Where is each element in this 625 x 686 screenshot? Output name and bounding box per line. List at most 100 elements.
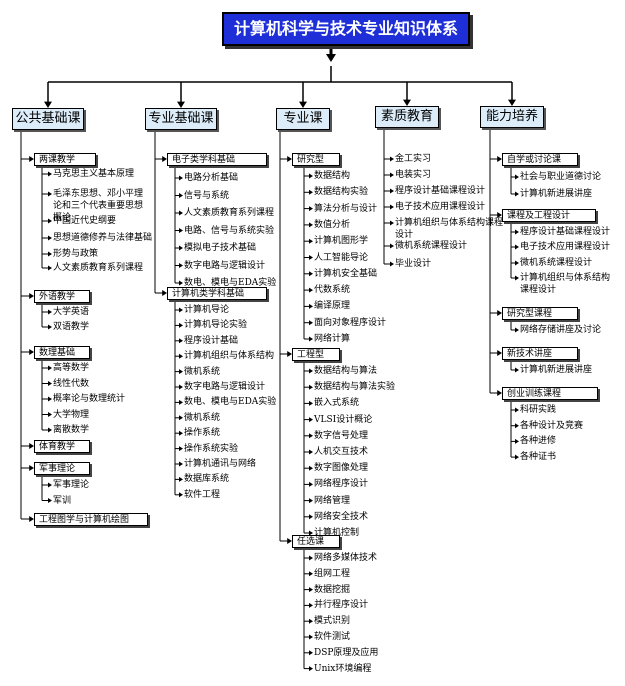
arrowhead: [48, 324, 52, 330]
leaf-item: 嵌入式系统: [314, 398, 360, 409]
group-0-1: 外语教学: [34, 290, 90, 303]
leaf-item: 面向对象程序设计: [314, 317, 387, 328]
group-4-0: 自学或讨论课: [502, 153, 578, 166]
arrowhead: [309, 320, 313, 326]
leaf-item: 计算机导论实验: [184, 320, 248, 331]
arrowhead: [48, 171, 52, 177]
arrowhead: [179, 461, 183, 467]
leaf-item: 数电、模电与EDA实验: [184, 397, 277, 408]
leaf-item: 微机系统课程设计: [520, 258, 593, 268]
arrowhead: [390, 188, 394, 194]
arrowhead: [309, 602, 313, 608]
leaf-item: 军事理论: [53, 480, 90, 490]
leaf-item: 程序设计基础: [184, 335, 239, 346]
arrowhead: [179, 492, 183, 498]
leaf-item: 电子技术应用课程设计: [520, 242, 611, 252]
arrowhead: [390, 204, 394, 210]
leaf-item: 计算机通讯与网络: [184, 459, 257, 469]
group-2-0: 研究型: [292, 153, 340, 166]
diagram-title: 计算机科学与技术专业知识体系: [222, 12, 470, 46]
arrowhead: [29, 349, 34, 355]
leaf-item: 数据结构与算法实验: [314, 382, 396, 393]
group-4-1: 课程及工程设计: [502, 209, 596, 222]
leaf-item: 数值分析: [314, 219, 351, 230]
arrowhead: [515, 260, 519, 266]
leaf-item: 计算机组织与体系结构: [184, 351, 275, 362]
leaf-item: 微机系统: [184, 412, 221, 423]
leaf-item: VLSI设计概论: [314, 414, 373, 425]
leaf-item: 数据结构与算法: [314, 366, 378, 376]
leaf-item: 并行程序设计: [314, 600, 369, 611]
arrowhead: [309, 498, 313, 504]
arrowhead: [179, 193, 183, 198]
arrowhead: [179, 399, 183, 405]
leaf-item: 毕业设计: [395, 259, 432, 269]
category-4: 能力培养: [480, 106, 544, 128]
arrowhead: [309, 634, 313, 640]
leaf-item: 数字信号处理: [314, 430, 369, 441]
arrowhead: [390, 243, 394, 249]
arrowhead: [309, 206, 313, 212]
leaf-item: 计算机图形学: [314, 236, 369, 247]
arrowhead: [48, 365, 52, 371]
leaf-item: 数字电路与逻辑设计: [184, 382, 266, 392]
leaf-item: 人文素质教育系列课程: [184, 208, 275, 218]
arrowhead: [162, 156, 167, 162]
group-2-2: 任选课: [292, 535, 340, 548]
arrowhead: [162, 290, 167, 296]
arrowhead: [326, 54, 336, 62]
arrowhead: [179, 245, 183, 251]
leaf-item: 计算机导论: [184, 305, 230, 315]
arrowhead: [497, 156, 502, 162]
arrowhead: [515, 244, 519, 250]
arrowhead: [497, 212, 502, 218]
arrowhead: [390, 172, 394, 178]
leaf-item: 计算机控制: [314, 528, 360, 538]
leaf-item: 编译原理: [314, 301, 351, 312]
arrowhead: [309, 400, 313, 406]
arrowhead: [179, 476, 183, 482]
arrowhead: [179, 210, 183, 216]
arrowhead: [179, 175, 183, 181]
leaf-item: 模式识别: [314, 616, 351, 627]
leaf-item: 各种进修: [520, 436, 557, 447]
leaf-item: 算法分析与设计: [314, 203, 378, 214]
leaf-item: 操作系统: [184, 428, 221, 439]
arrowhead: [48, 309, 52, 315]
leaf-item: 网络计算: [314, 334, 351, 344]
arrowhead: [29, 516, 34, 522]
group-4-4: 创业训练课程: [502, 387, 598, 400]
arrowhead: [309, 222, 313, 228]
arrowhead: [515, 423, 519, 429]
arrowhead: [508, 99, 516, 106]
leaf-item: 网络多媒体技术: [314, 553, 378, 563]
leaf-item: 微机系统: [184, 366, 221, 377]
arrowhead: [390, 156, 394, 162]
leaf-item: 软件工程: [184, 489, 221, 500]
leaf-item: 电子技术应用课程设计: [395, 202, 486, 212]
leaf-item: 高等数学: [53, 363, 90, 373]
leaf-item: 概率论与数理统计: [53, 394, 126, 404]
leaf-item: 模拟电子技术基础: [184, 243, 257, 253]
arrowhead: [48, 396, 52, 402]
category-3: 素质教育: [375, 106, 439, 128]
arrowhead: [515, 191, 519, 197]
arrowhead: [48, 251, 52, 257]
leaf-item: 中国近代史纲要: [53, 216, 117, 226]
leaf-item: 各种设计及竞赛: [520, 420, 584, 431]
arrowhead: [48, 235, 52, 241]
leaf-item: 程序设计基础课程设计: [395, 186, 486, 196]
category-2: 专业课: [276, 108, 330, 130]
leaf-item: 金工实习: [395, 154, 432, 164]
arrowhead: [29, 465, 34, 471]
arrowhead: [309, 555, 313, 561]
leaf-item: 马克思主义基本原理: [53, 169, 135, 179]
arrowhead: [309, 571, 313, 577]
group-4-3: 新技术讲座: [502, 347, 578, 360]
arrowhead: [515, 438, 519, 444]
arrowhead: [309, 173, 313, 179]
group-0-0: 两课教学: [34, 153, 96, 166]
leaf-item: 科研实践: [520, 405, 557, 415]
leaf-item: 数据挖掘: [314, 584, 351, 595]
